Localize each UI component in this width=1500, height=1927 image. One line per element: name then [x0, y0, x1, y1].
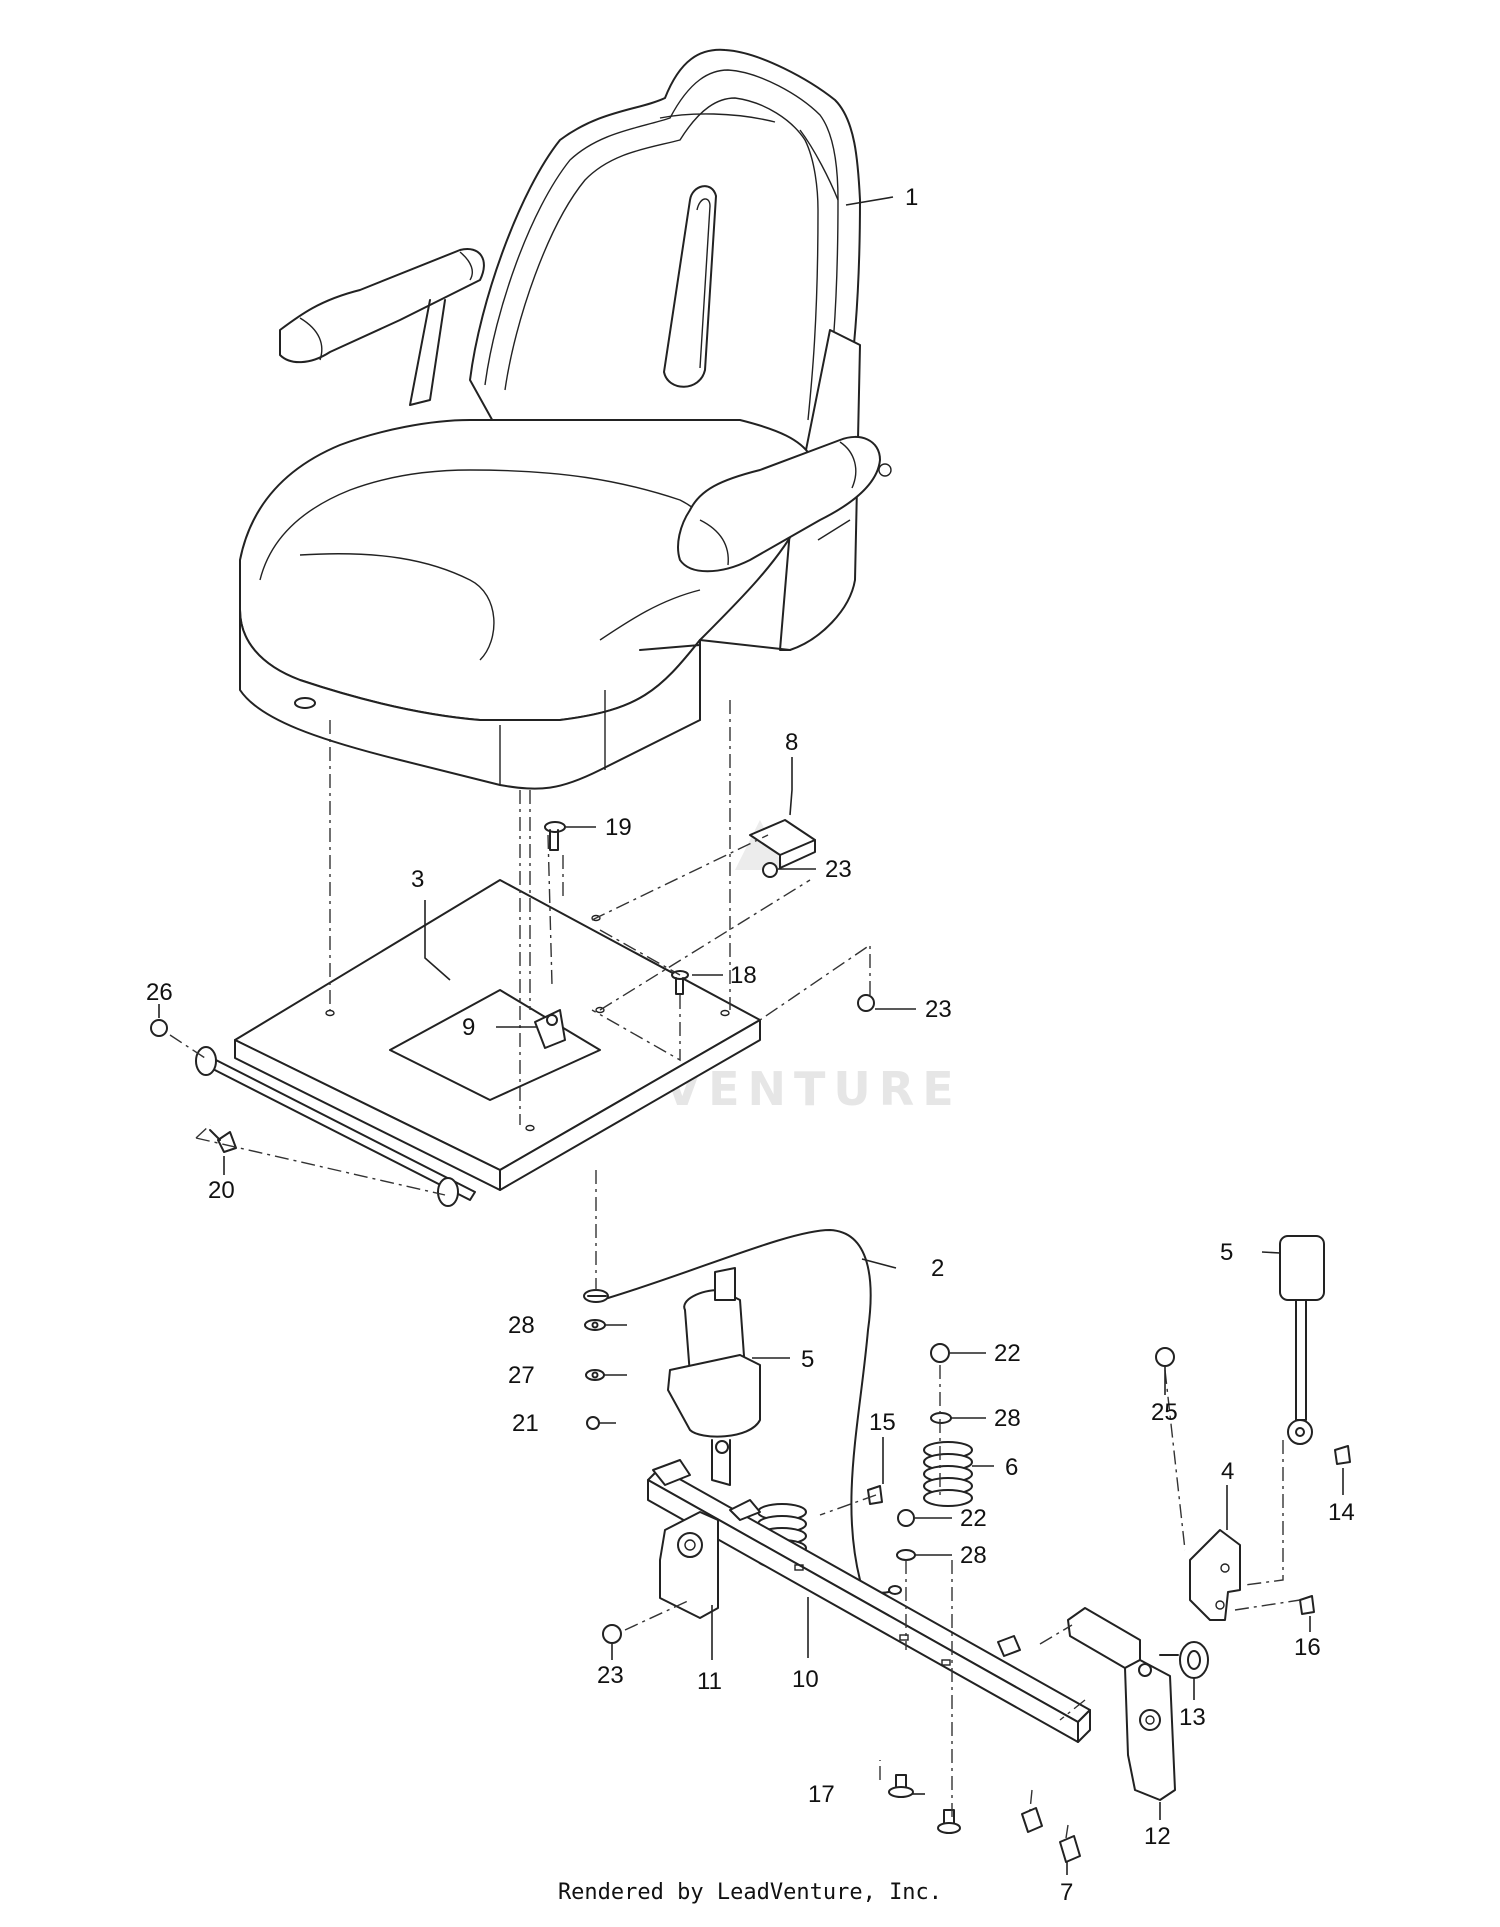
callout-7: 7	[1060, 1879, 1073, 1906]
footer-credit: Rendered by LeadVenture, Inc.	[557, 1880, 943, 1905]
callout-14: 14	[1328, 1499, 1355, 1526]
callout-19: 19	[605, 814, 632, 841]
callout-labels: 1 2 3 4 5 5 6 7 8 9 10 11 12 13 14 15 16…	[146, 184, 1355, 1906]
latch-bracket	[749, 819, 816, 878]
callout-10: 10	[792, 1666, 819, 1693]
callout-28-lower: 28	[960, 1542, 987, 1569]
assembly-lines	[169, 700, 1301, 1839]
spring-upper	[923, 1441, 973, 1507]
callout-23-lower: 23	[597, 1662, 624, 1689]
right-bracket	[1067, 1607, 1209, 1801]
callout-16: 16	[1294, 1634, 1321, 1661]
main-bracket	[647, 1459, 1091, 1743]
callout-15: 15	[869, 1409, 896, 1436]
callout-9: 9	[462, 1014, 475, 1041]
seat-belt-buckle-left	[667, 1267, 761, 1486]
callout-2: 2	[931, 1255, 944, 1282]
callout-21: 21	[512, 1410, 539, 1437]
callout-28-cable: 28	[508, 1312, 535, 1339]
callout-23-pan: 23	[925, 996, 952, 1023]
callout-26: 26	[146, 979, 173, 1006]
callout-27: 27	[508, 1362, 535, 1389]
seat-belt-latch-right	[1279, 1235, 1325, 1445]
callout-22-lower: 22	[960, 1505, 987, 1532]
callout-11: 11	[697, 1668, 722, 1695]
leader-lines	[158, 196, 1344, 1875]
callout-17: 17	[808, 1781, 835, 1808]
callout-13: 13	[1179, 1704, 1206, 1731]
callout-5-right: 5	[1220, 1239, 1233, 1266]
callout-20: 20	[208, 1177, 235, 1204]
callout-4: 4	[1221, 1458, 1234, 1485]
callout-8: 8	[785, 729, 798, 756]
callout-6: 6	[1005, 1454, 1018, 1481]
seat-assembly	[239, 48, 892, 790]
seat-pan	[195, 879, 761, 1207]
callout-5-left: 5	[801, 1346, 814, 1373]
mount-plate	[1189, 1529, 1241, 1621]
callout-23-latch: 23	[825, 856, 852, 883]
callout-18: 18	[730, 962, 757, 989]
callout-1: 1	[905, 184, 918, 211]
callout-25: 25	[1151, 1399, 1178, 1426]
callout-12: 12	[1144, 1823, 1171, 1850]
callout-22-upper: 22	[994, 1340, 1021, 1367]
callout-28-upper: 28	[994, 1405, 1021, 1432]
hardware-small-parts	[150, 821, 1351, 1863]
callout-3: 3	[411, 866, 424, 893]
